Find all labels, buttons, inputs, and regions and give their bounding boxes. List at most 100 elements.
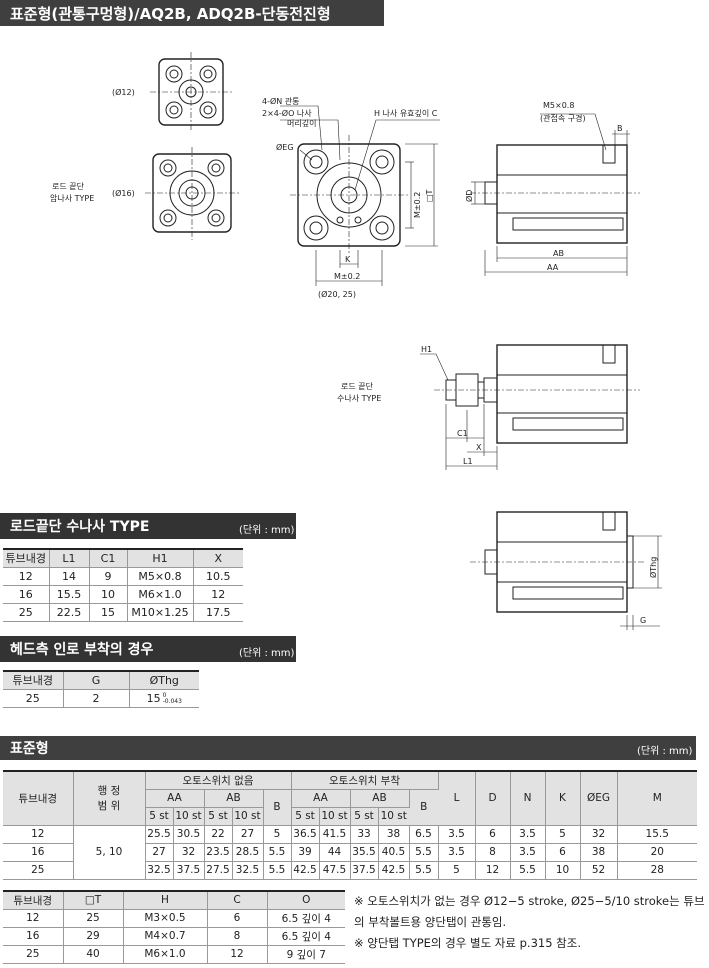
rod-cell: 12 (193, 585, 243, 604)
std-cell: 28 (617, 861, 697, 880)
label-phi20-25: (Ø20, 25) (318, 289, 356, 299)
rod-h-l1: L1 (49, 549, 90, 568)
small-h-h: H (123, 891, 208, 910)
std-h-m: M (617, 771, 697, 826)
std-section-title: 표준형 (10, 741, 49, 757)
note-2: ※ 양단탭 TYPE의 경우 별도 자료 p.315 참조. (354, 936, 581, 950)
front-view-phi12 (150, 52, 232, 132)
std-cell: 15.5 (617, 825, 697, 844)
std-cell: 36.5 (291, 825, 320, 844)
std-h-5st: 5 st (291, 807, 320, 826)
small-cell: 25 (3, 945, 64, 964)
label-t: □T (425, 189, 434, 202)
std-cell: 30.5 (173, 825, 205, 844)
rod-cell: 16 (3, 585, 50, 604)
rod-cell: 22.5 (49, 603, 90, 622)
label-conn: (관접속 구경) (540, 113, 586, 123)
head-h-bore: 튜브내경 (3, 671, 64, 690)
label-g: G (640, 616, 646, 625)
std-cell: 39 (291, 843, 320, 862)
std-cell-stroke: 5, 10 (73, 825, 146, 880)
small-cell: M6×1.0 (123, 945, 208, 964)
head-section-title: 헤드측 인로 부착의 경우 (10, 642, 154, 658)
std-cell: 5 (438, 861, 476, 880)
std-cell: 33 (350, 825, 379, 844)
std-cell: 3.5 (510, 825, 546, 844)
head-thg-value: 15 (146, 691, 161, 705)
small-cell: 9 깊이 7 (267, 945, 345, 964)
std-cell: 41.5 (319, 825, 351, 844)
std-h-5st: 5 st (204, 807, 233, 826)
std-cell: 6 (475, 825, 511, 844)
rod-cell: 12 (3, 567, 50, 586)
std-cell: 32 (580, 825, 618, 844)
std-cell-bore: 12 (3, 825, 74, 844)
std-cell: 37.5 (173, 861, 205, 880)
label-rod-female-1: 로드 끝단 (52, 181, 85, 191)
small-cell: 6.5 깊이 4 (267, 909, 345, 928)
std-cell: 6.5 (409, 825, 439, 844)
std-cell: 5.5 (409, 843, 439, 862)
small-cell: 8 (207, 927, 268, 946)
label-h-screw: H 나사 유효깊이 C (374, 108, 438, 118)
tol-lower: -0.043 (162, 697, 182, 705)
label-ab: AB (553, 249, 564, 258)
std-h-no-switch: 오토스위치 없음 (145, 771, 292, 790)
std-cell: 5.5 (409, 861, 439, 880)
head-h-g: G (63, 671, 130, 690)
std-h-n: N (510, 771, 546, 826)
front-view-phi20-25 (280, 105, 440, 286)
std-cell: 5.5 (510, 861, 546, 880)
label-phi12: (Ø12) (112, 87, 135, 97)
small-h-t: □T (63, 891, 124, 910)
std-cell: 27 (145, 843, 174, 862)
side-view-top (470, 113, 640, 276)
std-cell: 52 (580, 861, 618, 880)
std-h-10st: 10 st (232, 807, 264, 826)
rod-cell: 17.5 (193, 603, 243, 622)
technical-drawing: (Ø12) (Ø16) 로드 끝단 암나사 TYPE 4-ØN 관통 2×4-Ø… (50, 52, 662, 630)
label-k: K (345, 255, 351, 264)
label-aa: AA (547, 263, 559, 272)
std-cell: 28.5 (232, 843, 264, 862)
rod-cell: 15.5 (49, 585, 90, 604)
small-h-bore: 튜브내경 (3, 891, 64, 910)
small-cell: 29 (63, 927, 124, 946)
head-section-unit: (단위 : mm) (239, 648, 295, 659)
rod-cell: M5×0.8 (127, 567, 194, 586)
rod-h-h1: H1 (127, 549, 194, 568)
label-n-through: 4-ØN 관통 (262, 96, 300, 106)
label-m02-vertical: M±0.2 (413, 192, 422, 218)
std-h-10st: 10 st (173, 807, 205, 826)
std-h-aa-1: AA (145, 789, 205, 808)
std-h-stroke-2: 범 위 (97, 800, 121, 813)
std-h-stroke-1: 행 정 (97, 785, 121, 798)
std-cell: 38 (378, 825, 410, 844)
std-cell: 25.5 (145, 825, 174, 844)
small-cell: 16 (3, 927, 64, 946)
label-b: B (617, 124, 623, 133)
std-h-bore: 튜브내경 (3, 771, 74, 826)
std-cell: 42.5 (291, 861, 320, 880)
notes: ※ 오토스위치가 없는 경우 Ø12−5 stroke, Ø25−5/10 st… (354, 891, 709, 954)
small-cell: 12 (3, 909, 64, 928)
label-d: ØD (464, 190, 474, 202)
std-h-eg: ØEG (580, 771, 618, 826)
std-cell: 3.5 (510, 843, 546, 862)
std-h-k: K (545, 771, 581, 826)
label-m5: M5×0.8 (543, 101, 574, 110)
std-h-10st: 10 st (378, 807, 409, 826)
technical-drawing-lower-labels: ØThg G (640, 557, 658, 625)
std-h-d: D (475, 771, 511, 826)
rod-cell: 10 (89, 585, 128, 604)
